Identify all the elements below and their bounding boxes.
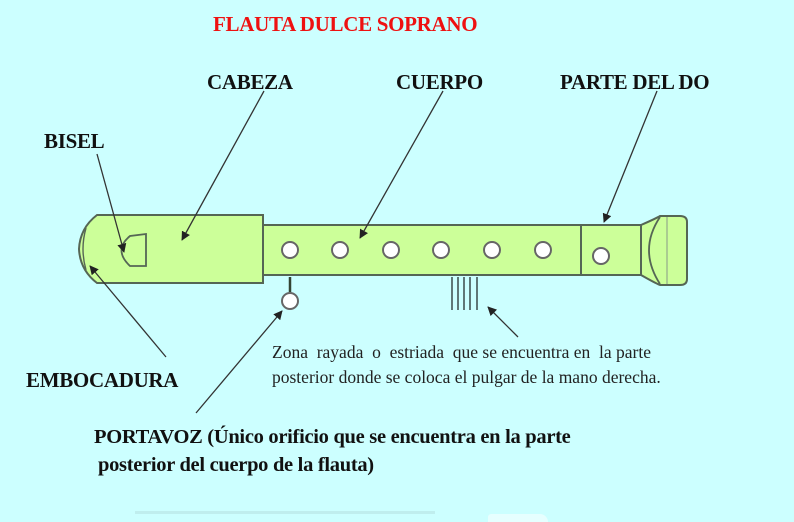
thumb-rest-note-line2: posterior donde se coloca el pulgar de l… <box>272 367 661 387</box>
portavoz-hole <box>281 277 299 310</box>
diagram-title: FLAUTA DULCE SOPRANO <box>213 12 478 36</box>
leader-lines <box>89 90 658 414</box>
thumb-rest-note-line1: Zona rayada o estriada que se encuentra … <box>272 342 651 362</box>
front-holes <box>281 241 610 265</box>
label-bisel: BISEL <box>44 129 105 153</box>
label-embocadura: EMBOCADURA <box>26 368 179 392</box>
portavoz-note: PORTAVOZ (Único orificio que se encuentr… <box>94 423 571 479</box>
flute-foot-joint <box>580 215 688 286</box>
thumb-rest-lines <box>451 277 478 310</box>
label-parte-del-do: PARTE DEL DO <box>560 70 710 94</box>
label-cuerpo: CUERPO <box>396 70 483 94</box>
bottom-decor-blob <box>488 514 548 522</box>
portavoz-note-line2: posterior del cuerpo de la flauta) <box>98 454 374 476</box>
label-cabeza: CABEZA <box>207 70 293 94</box>
portavoz-note-line1: PORTAVOZ (Único orificio que se encuentr… <box>94 426 571 448</box>
flute-head-joint <box>77 214 264 284</box>
flute-body <box>262 224 584 276</box>
thumb-rest-note: Zona rayada o estriada que se encuentra … <box>272 340 661 390</box>
bottom-decor-strip <box>135 511 435 514</box>
